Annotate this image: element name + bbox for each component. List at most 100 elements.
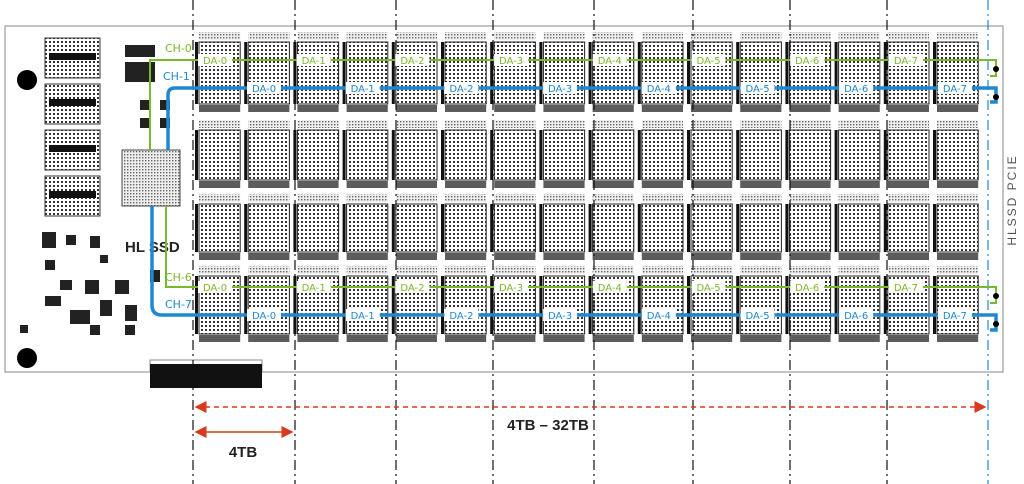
passive-components [20, 45, 170, 335]
die-label: DA-6 [795, 283, 819, 294]
nand-chip [687, 194, 733, 260]
smd-part [90, 236, 100, 248]
nand-chip [687, 32, 733, 112]
nand-chip [293, 266, 340, 342]
nand-chip [441, 120, 487, 188]
smd-part [70, 310, 90, 324]
die-label: DA-5 [745, 311, 769, 322]
smd-part [90, 325, 100, 335]
nand-chip [539, 32, 586, 112]
die-label: DA-2 [449, 84, 473, 95]
smd-part [125, 62, 155, 82]
nand-chip [490, 266, 536, 342]
smd-part [115, 280, 129, 294]
nand-chip [539, 120, 586, 188]
die-label: DA-7 [943, 311, 967, 322]
nand-chip [441, 194, 487, 260]
die-label: DA-0 [203, 283, 227, 294]
die-label: DA-6 [795, 56, 819, 67]
nand-chip [736, 32, 782, 112]
nand-chip [785, 194, 832, 260]
die-label: DA-4 [647, 311, 671, 322]
die-label: DA-6 [844, 311, 868, 322]
nand-chip [490, 120, 536, 188]
nand-chip [293, 194, 340, 260]
nand-chip [490, 194, 536, 260]
dram-chip [44, 175, 101, 217]
nand-chip [244, 266, 290, 342]
nand-chip [195, 194, 241, 260]
smd-part [125, 45, 155, 57]
nand-chip [588, 32, 635, 112]
nand-chip [736, 194, 782, 260]
controller-chip [121, 149, 181, 207]
mounting-hole-top [17, 70, 37, 90]
channel-label: CH-0 [165, 42, 192, 55]
board-title: HLSSD PCIE [1005, 154, 1019, 245]
nand-chip [687, 266, 733, 342]
nand-chip [539, 194, 586, 260]
termination-dot [993, 66, 999, 72]
nand-chip [391, 266, 438, 342]
die-label: DA-0 [203, 56, 227, 67]
die-label: DA-4 [598, 283, 622, 294]
die-label: DA-1 [302, 56, 326, 67]
die-label: DA-7 [943, 84, 967, 95]
smd-part [42, 232, 56, 248]
termination-dot [993, 94, 999, 100]
nand-chip [785, 120, 832, 188]
nand-chip [637, 32, 684, 112]
nand-chip [588, 120, 635, 188]
nand-chip [342, 120, 389, 188]
die-label: DA-5 [696, 56, 720, 67]
nand-chip [391, 120, 438, 188]
die-label: DA-1 [302, 283, 326, 294]
smd-part [150, 270, 160, 282]
die-label: DA-5 [696, 283, 720, 294]
nand-chip [736, 266, 782, 342]
nand-chip [195, 32, 241, 112]
nand-chip [441, 32, 487, 112]
die-label: DA-3 [548, 84, 572, 95]
die-label: DA-2 [400, 283, 424, 294]
nand-chip [391, 32, 438, 112]
nand-chip [637, 194, 684, 260]
die-label: DA-7 [894, 283, 918, 294]
die-label: DA-3 [548, 311, 572, 322]
nand-chip [588, 266, 635, 342]
die-label: DA-1 [351, 311, 375, 322]
nand-chip [637, 266, 684, 342]
nand-chip [244, 32, 290, 112]
nand-chip [933, 120, 979, 188]
die-label: DA-5 [745, 84, 769, 95]
die-label: DA-7 [894, 56, 918, 67]
nand-chip [883, 32, 930, 112]
nand-chip [195, 266, 241, 342]
nand-chip [834, 194, 881, 260]
die-label: DA-3 [499, 56, 523, 67]
nand-chip [195, 120, 241, 188]
smd-part [66, 235, 76, 245]
unit-capacity-label: 4TB [229, 444, 258, 461]
nand-chip [342, 194, 389, 260]
dram-components [44, 37, 101, 217]
nand-chip [736, 120, 782, 188]
smd-part [20, 325, 28, 333]
dram-chip [44, 129, 101, 171]
nand-chip [391, 194, 438, 260]
channel-label: CH-7 [165, 298, 192, 311]
die-label: DA-4 [647, 84, 671, 95]
smd-part [45, 260, 55, 270]
dram-chip [44, 83, 101, 125]
nand-chip [834, 32, 881, 112]
die-label: DA-2 [400, 56, 424, 67]
total-capacity-label: 4TB – 32TB [507, 417, 589, 434]
nand-chip [687, 120, 733, 188]
nand-chip [933, 32, 979, 112]
